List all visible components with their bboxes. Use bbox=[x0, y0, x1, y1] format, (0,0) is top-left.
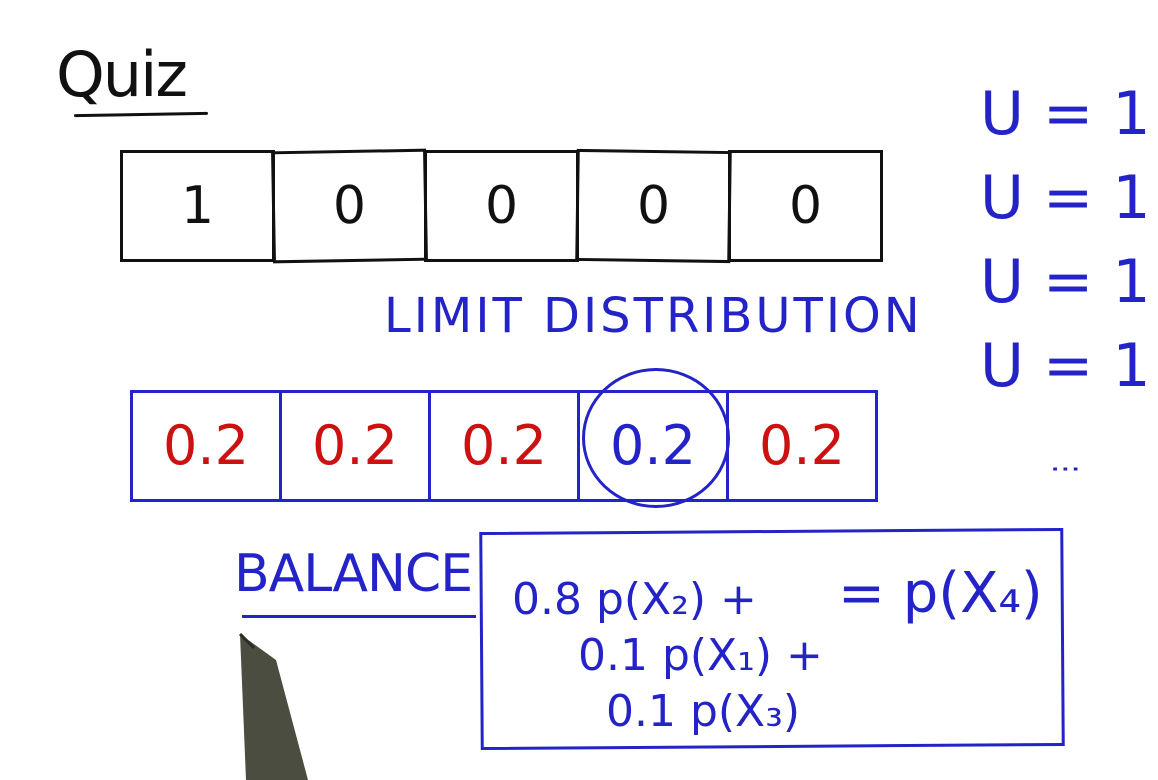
distribution-row: 0.2 0.2 0.2 0.2 0.2 bbox=[130, 390, 878, 502]
u-value: U = 1 bbox=[980, 247, 1151, 317]
u-values-stack: U = 1 U = 1 U = 1 U = 1 bbox=[980, 79, 1151, 420]
state-cell: 0 bbox=[575, 148, 732, 264]
distribution-cell: 0.2 bbox=[428, 390, 580, 502]
state-cell: 0 bbox=[424, 150, 579, 262]
balance-label: BALANCE bbox=[234, 544, 473, 604]
equation-term-3: 0.1 p(X₃) bbox=[606, 686, 801, 737]
state-cell: 1 bbox=[120, 150, 275, 262]
state-cell: 0 bbox=[728, 150, 883, 262]
equation-term-2: 0.1 p(X₁) + bbox=[578, 630, 823, 681]
ellipsis-dots: ⋮ bbox=[1048, 454, 1083, 490]
state-row: 1 0 0 0 0 bbox=[120, 148, 883, 264]
u-value: U = 1 bbox=[980, 79, 1151, 149]
state-cell: 0 bbox=[271, 148, 428, 264]
u-value: U = 1 bbox=[980, 163, 1151, 233]
limit-distribution-label: LIMIT DISTRIBUTION bbox=[384, 288, 923, 344]
title-underline bbox=[73, 111, 209, 118]
distribution-cell: 0.2 bbox=[279, 390, 431, 502]
pen-icon bbox=[238, 632, 308, 780]
equation-rhs: = p(X₄) bbox=[838, 561, 1043, 626]
quiz-title: Quiz bbox=[56, 38, 188, 111]
u-value: U = 1 bbox=[980, 331, 1151, 401]
balance-underline bbox=[242, 615, 476, 618]
distribution-cell: 0.2 bbox=[726, 390, 878, 502]
circle-annotation bbox=[582, 368, 730, 508]
distribution-cell: 0.2 bbox=[130, 390, 282, 502]
equation-term-1: 0.8 p(X₂) + bbox=[512, 574, 757, 625]
